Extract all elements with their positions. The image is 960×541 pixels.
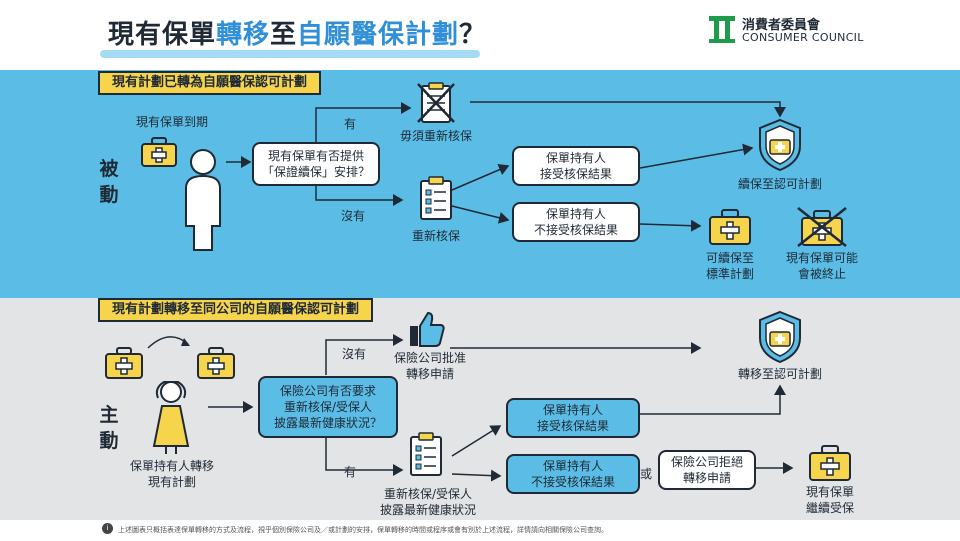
side-label-char: 動 [99, 430, 119, 452]
reject-result-box: 保單持有人 不接受核保結果 [506, 454, 640, 494]
box-line: 保單持有人 [542, 459, 603, 473]
accept-result-box: 保單持有人 接受核保結果 [506, 398, 640, 438]
info-icon: i [102, 523, 113, 534]
box-line: 不接受核保結果 [530, 475, 615, 489]
label-line: 可續保至 [705, 251, 754, 265]
box-line: 保單持有人 [545, 207, 606, 221]
side-label-char: 動 [99, 184, 119, 206]
no-reunderwrite-label: 毋須重新核保 [399, 129, 472, 143]
continue-coverage-label: 現有保單 繼續受保 [794, 484, 866, 516]
reject-result-box: 保單持有人 不接受核保結果 [512, 202, 640, 242]
active-section-title: 現有計劃轉移至同公司的自願醫保認可計劃 [98, 298, 374, 322]
thumbs-up-icon [410, 311, 445, 347]
no-label: 沒有 [341, 347, 366, 361]
passive-side-label: 被 動 [97, 156, 121, 208]
policy-expiry-label: 現有保單到期 [135, 115, 208, 129]
medical-kit-icon [709, 209, 751, 245]
checklist-icon [420, 176, 452, 220]
side-label-char: 主 [99, 404, 119, 426]
crossed-checklist-icon [417, 82, 455, 123]
crossed-kit-icon [797, 207, 847, 247]
passive-section-title: 現有計劃已轉為自願醫保認可計劃 [98, 71, 322, 95]
shield-icon [759, 310, 801, 364]
checklist-icon [410, 432, 442, 476]
title-part: 至 [270, 20, 298, 50]
question-line: 重新核保/受保人 [283, 400, 373, 414]
box-line: 轉移申請 [682, 471, 731, 485]
or-label: 或 [639, 467, 652, 481]
yes-label: 有 [343, 117, 356, 131]
accept-result-box: 保單持有人 接受核保結果 [512, 146, 640, 186]
label-line: 保險公司批准 [393, 351, 466, 365]
box-line: 接受核保結果 [536, 419, 609, 433]
header: 現有保單轉移至自願醫保計劃？ 消費者委員會 CONSUMER COUNCIL [0, 0, 960, 70]
footer-disclaimer: 上述圖表只概括表達保單轉移的方式及流程，視乎個別保險公司及／或計劃的安排，保單轉… [118, 526, 608, 534]
label-line: 會被終止 [797, 267, 846, 281]
yes-label: 有 [343, 465, 356, 479]
no-label: 沒有 [340, 209, 365, 223]
consumer-council-logo: 消費者委員會 CONSUMER COUNCIL [706, 12, 863, 48]
active-side-label: 主 動 [97, 402, 121, 454]
box-line: 保單持有人 [542, 403, 603, 417]
curved-arrow-icon [147, 336, 190, 349]
person-icon [152, 381, 190, 454]
title-part: ？ [459, 20, 487, 50]
box-line: 保險公司拒絕 [670, 455, 743, 469]
reunderwrite-label: 重新核保 [411, 229, 460, 243]
medical-kit-icon [809, 445, 851, 481]
label-line: 轉移申請 [405, 367, 454, 381]
policy-terminated-label: 現有保單可能 會被終止 [782, 250, 862, 282]
question-line: 保險公司有否要求 [279, 384, 376, 398]
question-line: 現有保單有否提供 [267, 149, 364, 163]
page-title: 現有保單轉移至自願醫保計劃？ [108, 14, 486, 51]
logo-text-zh: 消費者委員會 [742, 18, 821, 33]
medical-kit-icon [141, 137, 177, 167]
question-line: 披露最新健康狀況？ [273, 416, 382, 430]
renew-certified-label: 續保至認可計劃 [737, 177, 822, 191]
label-line: 現有保單 [805, 485, 854, 499]
holder-transfer-label: 保單持有人轉移 現有計劃 [116, 458, 228, 490]
box-line: 接受核保結果 [539, 167, 612, 181]
logo-mark-icon [709, 16, 735, 43]
medical-kit-icon [197, 347, 235, 379]
reunderwrite-question-box: 保險公司有否要求 重新核保/受保人 披露最新健康狀況？ [258, 376, 398, 438]
box-line: 不接受核保結果 [533, 223, 618, 237]
person-icon [185, 149, 221, 251]
insurer-refuse-box: 保險公司拒絕 轉移申請 [658, 450, 756, 490]
label-line: 披露最新健康狀況 [379, 503, 476, 517]
title-part: 現有保單 [108, 20, 217, 50]
shield-icon [759, 118, 801, 172]
box-line: 保單持有人 [545, 151, 606, 165]
logo-text-en: CONSUMER COUNCIL [742, 31, 864, 44]
label-line: 標準計劃 [705, 267, 754, 281]
standard-plan-label: 可續保至 標準計劃 [694, 250, 766, 282]
label-line: 保單持有人轉移 [129, 459, 214, 473]
reunderwrite-disclose-label: 重新核保/受保人 披露最新健康狀況 [372, 486, 484, 518]
label-line: 繼續受保 [805, 501, 854, 515]
side-label-char: 被 [99, 158, 119, 180]
footer [0, 520, 960, 541]
title-highlight: 自願醫保計劃 [297, 20, 460, 50]
label-line: 現有保單可能 [785, 251, 858, 265]
question-line: 「保證續保」安排？ [261, 165, 370, 179]
approve-transfer-label: 保險公司批准 轉移申請 [384, 350, 476, 382]
label-line: 重新核保/受保人 [383, 487, 473, 501]
medical-kit-icon [105, 347, 143, 379]
label-line: 現有計劃 [147, 475, 196, 489]
guaranteed-renewal-question: 現有保單有否提供 「保證續保」安排？ [252, 142, 380, 186]
title-underline [100, 50, 480, 58]
transfer-certified-label: 轉移至認可計劃 [737, 367, 822, 381]
title-highlight: 轉移 [216, 20, 271, 50]
